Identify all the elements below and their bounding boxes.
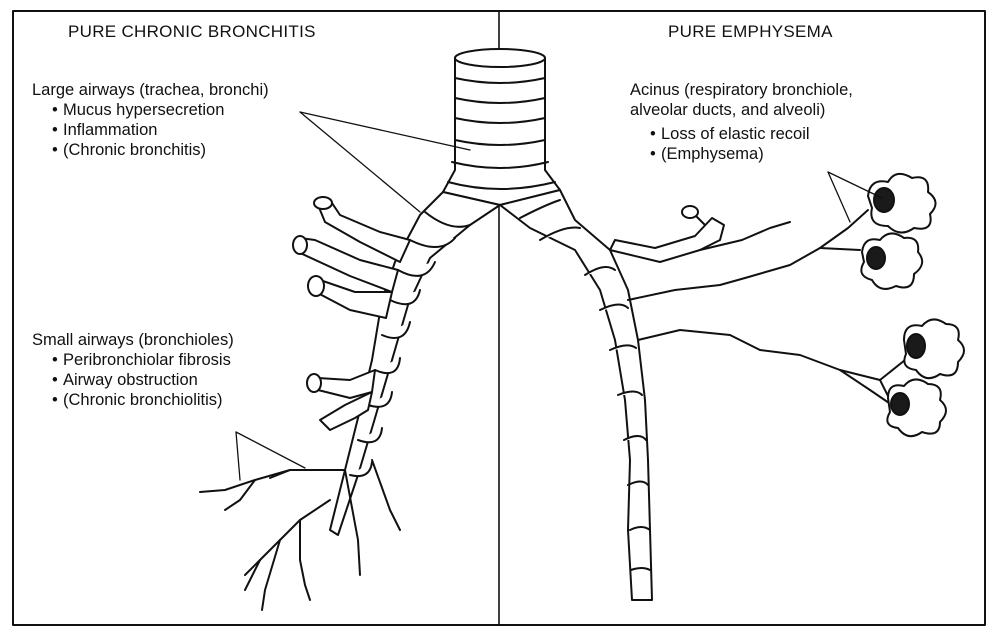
large-airways-leader <box>300 112 470 150</box>
left-main-bronchus <box>330 192 500 535</box>
small-airways-leader <box>236 432 240 480</box>
right-upper-branches <box>610 206 790 350</box>
acinus-leader <box>828 172 850 222</box>
list-item: (Chronic bronchiolitis) <box>52 390 223 410</box>
left-panel-title: PURE CHRONIC BRONCHITIS <box>68 22 316 42</box>
list-item: Loss of elastic recoil <box>650 124 810 144</box>
acinus-heading-line1: Acinus (respiratory bronchiole, <box>630 80 853 100</box>
list-item: (Chronic bronchitis) <box>52 140 206 160</box>
small-airways-heading: Small airways (bronchioles) <box>32 330 234 350</box>
list-item: Airway obstruction <box>52 370 198 390</box>
list-item: Inflammation <box>52 120 157 140</box>
acinus-heading-line2: alveolar ducts, and alveoli) <box>630 100 825 120</box>
right-acini <box>745 174 964 436</box>
list-item: Mucus hypersecretion <box>52 100 224 120</box>
list-item: Peribronchiolar fibrosis <box>52 350 231 370</box>
left-bronchioles <box>200 460 400 610</box>
right-panel-title: PURE EMPHYSEMA <box>668 22 833 42</box>
list-item: (Emphysema) <box>650 144 764 164</box>
trachea <box>443 49 560 205</box>
large-airways-heading: Large airways (trachea, bronchi) <box>32 80 269 100</box>
